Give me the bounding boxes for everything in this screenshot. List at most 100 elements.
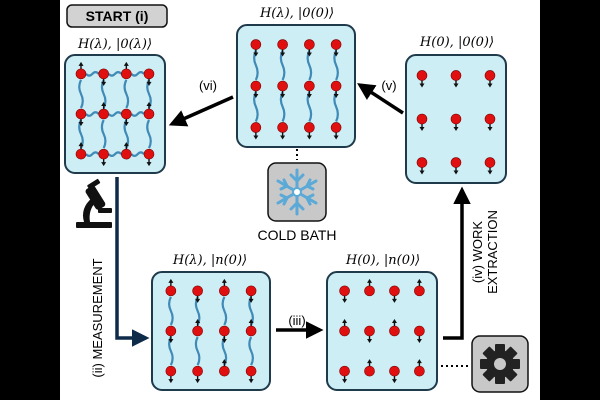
- coupling-link: [221, 296, 228, 326]
- spin-down: [143, 148, 155, 167]
- spin-down: [245, 285, 257, 303]
- step-label-iii: (iii): [288, 313, 305, 328]
- spin-down: [484, 157, 496, 175]
- spin-down: [277, 80, 288, 98]
- spin-lattice: [75, 61, 155, 167]
- spin-up: [121, 61, 132, 80]
- coupling-link: [85, 111, 100, 117]
- spin-down: [450, 70, 462, 88]
- coupling-link: [100, 79, 107, 109]
- spin-down: [484, 113, 496, 131]
- coupling-link: [306, 50, 313, 81]
- start-badge: [66, 4, 168, 28]
- spin-down: [416, 113, 428, 131]
- coupling-link: [85, 151, 100, 157]
- arrow-measurement: [115, 177, 150, 347]
- start-label: START (i): [86, 8, 149, 24]
- coupling-link: [85, 71, 100, 77]
- spin-up: [364, 359, 375, 377]
- state-label-bottom-right: H(0), |n(0)⟩: [345, 253, 420, 268]
- step-label-extraction: EXTRACTION: [485, 210, 500, 294]
- spin-down: [330, 80, 342, 98]
- spin-up: [245, 319, 257, 337]
- spin-down: [414, 325, 425, 343]
- coupling-link: [146, 119, 152, 149]
- step-label-measurement: (ii) MEASUREMENT: [90, 258, 105, 377]
- coupling-link: [107, 111, 123, 117]
- coupling-link: [168, 336, 174, 366]
- spin-up: [339, 319, 350, 337]
- coupling-link: [194, 336, 201, 366]
- coupling-link: [253, 50, 259, 81]
- coupling-link: [130, 111, 145, 117]
- spin-up: [414, 278, 425, 297]
- spin-down: [250, 80, 262, 98]
- state-box-top-right: [405, 54, 507, 184]
- spin-down: [98, 148, 109, 167]
- state-box-bottom-right: [326, 271, 438, 391]
- spin-down: [364, 325, 375, 343]
- spin-down: [304, 39, 315, 57]
- arrow-work-extraction: [443, 186, 471, 340]
- coupling-link: [333, 50, 339, 81]
- spin-down: [389, 365, 400, 384]
- step-label-v: (v): [381, 78, 396, 93]
- arrow-step-vi: [168, 95, 234, 127]
- gear-icon: [471, 335, 529, 393]
- spin-down: [339, 285, 350, 303]
- snowflake-icon: [267, 162, 327, 222]
- step-label-vi: (vi): [199, 78, 217, 93]
- spin-lattice: [165, 278, 257, 384]
- coupling-link: [107, 71, 123, 77]
- coupling-link: [248, 336, 254, 366]
- spin-down: [250, 39, 262, 57]
- coupling-link: [107, 151, 123, 157]
- spin-up: [219, 359, 230, 377]
- spin-up: [75, 142, 87, 160]
- spin-down: [277, 39, 288, 57]
- spin-up: [143, 102, 155, 120]
- coupling-link: [78, 119, 84, 149]
- spin-down: [416, 70, 428, 88]
- coupling-link: [306, 91, 313, 122]
- spin-down: [143, 68, 155, 86]
- spin-down: [304, 80, 315, 98]
- spin-down: [450, 113, 462, 131]
- spin-down: [192, 285, 203, 303]
- spin-down: [75, 108, 87, 126]
- coupling-link: [279, 91, 286, 122]
- coupling-link: [123, 79, 130, 109]
- spin-lattice: [339, 278, 425, 384]
- coupling-link: [253, 91, 259, 122]
- state-label-bottom-middle: H(λ), |n(0)⟩: [172, 253, 247, 268]
- state-box-bottom-middle: [151, 271, 271, 391]
- spin-down: [389, 285, 400, 303]
- microscope-icon: [76, 178, 112, 228]
- cold-bath-label: COLD BATH: [257, 227, 336, 243]
- spin-down: [219, 325, 230, 343]
- state-box-top-middle: [236, 24, 356, 148]
- spin-up: [219, 278, 230, 297]
- spin-down: [304, 122, 315, 140]
- spin-down: [277, 122, 288, 140]
- coupling-link: [333, 91, 339, 122]
- spin-down: [450, 157, 462, 175]
- coupling-link: [78, 79, 84, 109]
- spin-down: [98, 68, 109, 86]
- spin-up: [75, 61, 87, 80]
- state-label-top-middle: H(λ), |0(0)⟩: [259, 6, 334, 21]
- spin-up: [364, 278, 375, 297]
- spin-lattice: [250, 39, 342, 140]
- spin-up: [389, 319, 400, 337]
- coupling-link: [248, 296, 254, 326]
- spin-down: [245, 365, 257, 384]
- step-label-work: (iv) WORK: [470, 221, 485, 283]
- spin-up: [192, 319, 203, 337]
- coupling-link: [130, 151, 145, 157]
- arrow-step-v: [357, 83, 404, 115]
- spin-down: [192, 365, 203, 384]
- coupling-link: [123, 119, 130, 149]
- coupling-link: [221, 336, 228, 366]
